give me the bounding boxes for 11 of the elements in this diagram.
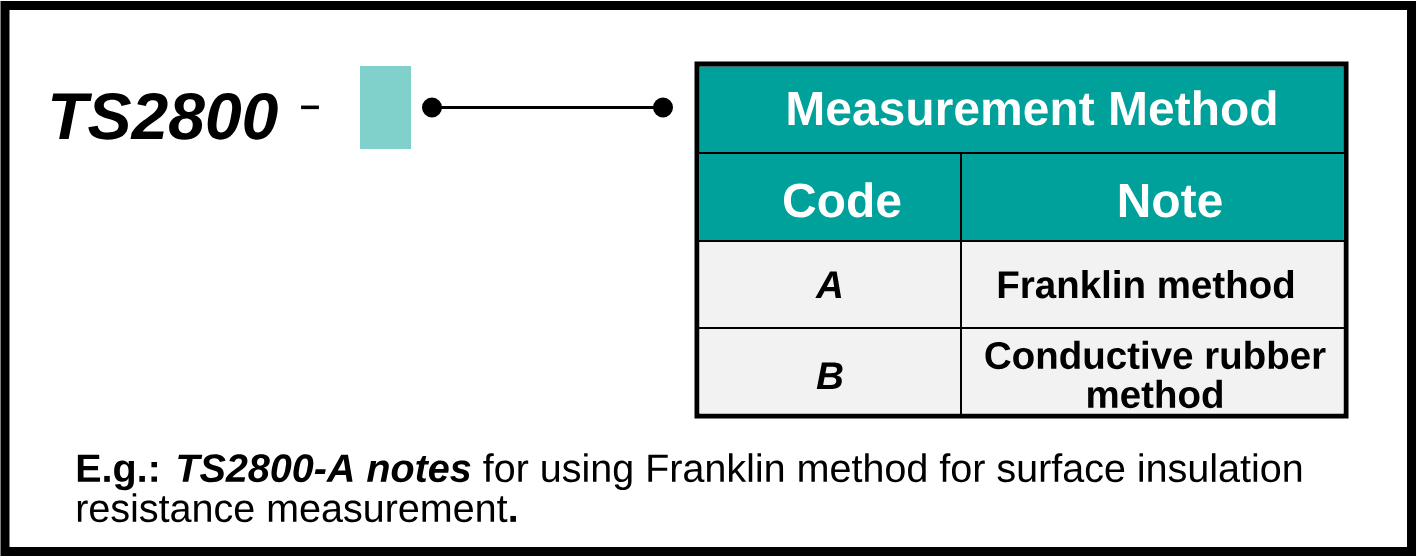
table-cell: Conductive rubber method [962,329,1344,414]
table-cell: B [699,329,960,414]
connector [422,97,673,118]
note-text: E.g.: TS2800-A notes for using Franklin method for surface insulation resistance measurement. [77,453,1302,523]
dash: – [301,105,319,110]
model-code: TS2800 [51,92,278,140]
header-cell: Note [962,154,1344,240]
placeholder-box [360,66,411,149]
table-cell: Franklin method [962,242,1344,327]
header-cell: Code [699,154,960,240]
table-cell: A [699,242,960,327]
